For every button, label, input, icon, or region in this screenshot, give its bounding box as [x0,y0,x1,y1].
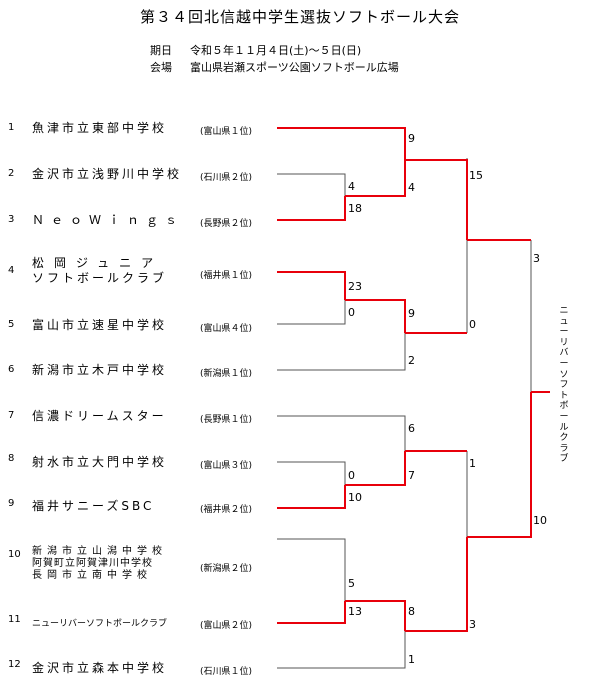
team-prefecture: (福井県１位) [200,271,253,281]
team-name: 信濃ドリームスター [32,409,167,423]
period-value: 令和５年１１月４日(土)～５日(日) [190,44,362,57]
score-label: 3 [533,252,540,265]
score-label: 2 [408,354,415,367]
team-prefecture: (富山県３位) [200,461,253,471]
team-name: ニューリバーソフトボールクラブ [32,619,168,629]
score-label: 7 [408,469,415,482]
team-name: 魚津市立東部中学校 [32,121,168,135]
team-seed: 12 [8,659,21,670]
score-label: 6 [408,422,415,435]
team-seed: 3 [8,214,15,225]
team-seed: 10 [8,549,21,560]
team-name: 福井サニーズSBC [32,499,155,513]
team-name: 新潟市立木戸中学校 [32,363,168,377]
score-label: 4 [408,181,415,194]
team-prefecture: (石川県１位) [200,667,253,677]
team-name: 射水市立大門中学校 [32,455,168,469]
team-prefecture: (新潟県１位) [200,369,253,379]
score-label: 0 [348,469,355,482]
score-label: 1 [408,653,415,666]
team-seed: 6 [8,364,15,375]
team-prefecture: (富山県２位) [200,621,253,631]
team-seed: 7 [8,410,15,421]
period-label: 期日 [150,44,172,57]
team-name: 新潟市立山潟中学校阿賀町立阿賀津川中学校長岡市立南中学校 [32,546,167,581]
team-seed: 1 [8,122,15,133]
venue-label: 会場 [150,61,172,74]
team-name: 金沢市立浅野川中学校 [32,167,183,181]
score-label: 15 [469,169,483,182]
score-label: 0 [348,306,355,319]
score-label: 3 [469,618,476,631]
team-prefecture: (富山県４位) [200,324,253,334]
team-prefecture: (長野県１位) [200,415,253,425]
score-label: 9 [408,132,415,145]
score-label: 0 [469,318,476,331]
team-prefecture: (福井県２位) [200,505,253,515]
champion-label: ニューリバーソフトボールクラブ [559,306,569,465]
score-label: 4 [348,180,355,193]
team-seed: 9 [8,498,15,509]
venue-value: 富山県岩瀬スポーツ公園ソフトボール広場 [190,61,399,74]
team-seed: 11 [8,614,21,625]
team-prefecture: (長野県２位) [200,219,253,229]
team-prefecture: (富山県１位) [200,127,253,137]
score-label: 10 [348,491,362,504]
bracket-win-lines [277,127,550,632]
team-seed: 8 [8,453,15,464]
score-label: 1 [469,457,476,470]
team-name: 松岡ジュニアソフトボールクラブ [32,256,168,285]
team-prefecture: (新潟県２位) [200,564,253,574]
team-seed: 2 [8,168,15,179]
score-label: 23 [348,280,362,293]
score-label: 13 [348,605,362,618]
score-label: 10 [533,514,547,527]
score-label: 5 [348,577,355,590]
team-name: ＮｅｏＷｉｎｇｓ [32,213,185,227]
team-prefecture: (石川県２位) [200,173,253,183]
team-name: 金沢市立森本中学校 [32,661,168,675]
tournament-title: 第３４回北信越中学生選抜ソフトボール大会 [139,8,460,26]
team-name: 富山市立速星中学校 [32,318,168,332]
score-label: 8 [408,605,415,618]
team-seed: 5 [8,319,15,330]
team-seed: 4 [8,265,15,276]
score-label: 18 [348,202,362,215]
bracket-lose-lines [277,158,532,669]
score-label: 9 [408,307,415,320]
